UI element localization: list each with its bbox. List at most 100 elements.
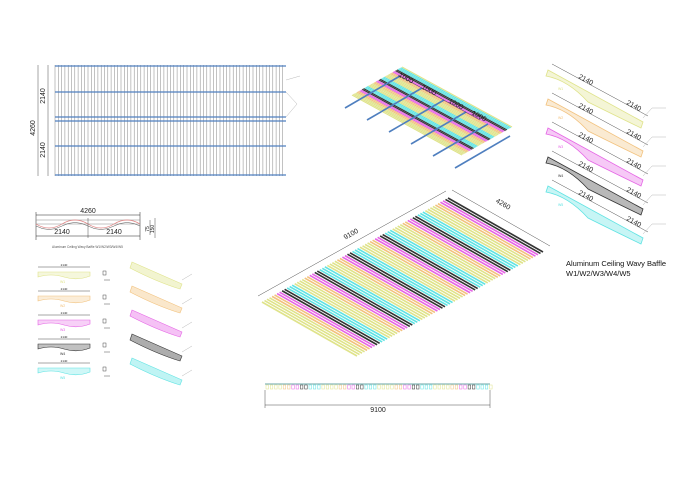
isometric-baffle-strip [442,200,539,256]
bottom-baffle [287,384,291,390]
small-iso-rail [366,87,423,121]
baffle-dim-label: 2140 [577,161,594,175]
baffle-dim-label: 2140 [625,187,642,201]
plan-half-dim-2: 2140 [40,142,47,158]
isometric-baffle-strip [437,202,534,259]
profile-caption: Aluminum Ceiling Wavy Baffle W1/W2/W3/W4… [52,245,123,249]
isometric-baffle-strip [419,212,516,269]
isometric-baffle-strip [409,218,506,274]
small-isometric-view [344,66,513,169]
isometric-baffle-strip [370,83,482,145]
isometric-baffle-strip [356,91,468,153]
bottom-baffle [373,384,377,390]
bottom-baffle [446,384,450,390]
big-iso-dim-line [257,190,447,297]
isometric-baffle-strip [334,260,431,316]
isometric-baffle-strip [402,222,499,278]
isometric-baffle-strip [407,219,504,276]
isometric-baffle-strip [324,266,421,322]
plan-leader [285,91,298,105]
isometric-baffle-strip [351,94,463,156]
bottom-baffle [360,384,364,390]
baffle-isometric-column: 21402140W121402140W221402140W321402140W4… [545,63,666,245]
baffle-dim-line [551,92,649,146]
bottom-baffle [411,384,415,390]
bottom-baffle [403,384,407,390]
isometric-baffle-strip [387,231,484,287]
plan-half-dim-1: 2140 [40,88,47,104]
bottom-baffle [420,384,424,390]
isometric-baffle-strip [399,67,510,129]
plan-overall-dim: 4260 [30,120,37,136]
isometric-baffle-strip [394,226,491,283]
isometric-baffle-strip [376,80,487,142]
plan-view [37,65,301,176]
bottom-baffle [347,384,351,390]
isometric-baffle-strip [319,268,416,325]
isometric-baffle-strip [271,295,368,352]
isometric-baffle-strip [316,270,413,326]
big-isometric-view [257,189,551,357]
bottom-baffle [459,384,463,390]
isometric-baffle-strip [397,68,509,130]
isometric-baffle-strip [383,76,495,138]
mini-iso-W4 [129,333,183,362]
big-iso-dim-line [451,189,551,247]
isometric-baffle-strip [264,299,360,356]
isometric-baffle-strip [389,229,486,286]
section-icon [102,294,107,300]
isometric-baffle-strip [382,77,494,139]
bottom-baffle [338,384,342,390]
isometric-baffle-strip [399,224,496,280]
isometric-baffle-strip [362,245,458,301]
mini-leader [181,321,193,329]
section-icon [102,270,107,276]
isometric-baffle-strip [369,240,466,297]
bottom-baffle [343,384,347,390]
isometric-baffle-strip [363,88,474,150]
isometric-baffle-strip [352,250,448,307]
profile-dim-label: 2140 [61,335,68,339]
baffle-leader [642,107,653,119]
bottom-baffle [308,384,312,390]
isometric-baffle-strip [342,256,438,312]
bottom-elevation [264,383,493,408]
isometric-baffle-strip [381,78,492,139]
mini-leader [181,345,193,353]
bottom-baffle [476,384,480,390]
bottom-baffle [265,384,269,390]
baffle-dim-label: 2140 [577,132,594,146]
profile-label: W4 [60,352,65,356]
bottom-baffle [364,384,368,390]
isometric-baffle-strip [388,73,500,135]
bottom-baffle [433,384,437,390]
isometric-baffle-strip [269,297,365,353]
baffle-label: W1 [558,87,563,91]
isometric-baffle-strip [286,287,383,343]
baffle-label: W2 [558,116,563,120]
isometric-baffle-strip [261,301,358,357]
isometric-baffle-strip [354,93,465,155]
baffle-dim-line [551,121,649,175]
isometric-baffle-strip [321,267,418,323]
profile-shape-W1 [37,271,91,280]
bottom-baffle [390,384,394,390]
profile-label: W5 [60,376,65,380]
bottom-baffle [334,384,338,390]
mini-leader [181,273,193,281]
mini-leader [181,297,193,305]
isometric-baffle-strip [387,74,499,136]
bottom-baffle [351,384,355,390]
isometric-baffle-strip [445,198,541,255]
bottom-baffle [472,384,476,390]
baffle-leader [642,165,653,177]
sheet-title-line2: W1/W2/W3/W4/W5 [566,269,631,278]
baffle-iso-W5 [545,185,644,245]
profile-shape-W4 [37,343,91,352]
bottom-baffle [463,384,467,390]
profile-half-dim-2: 2140 [106,229,122,236]
profile-half-dim-1: 2140 [54,229,70,236]
isometric-baffle-strip [314,271,411,328]
big-iso-width-dim: 4260 [494,198,511,212]
